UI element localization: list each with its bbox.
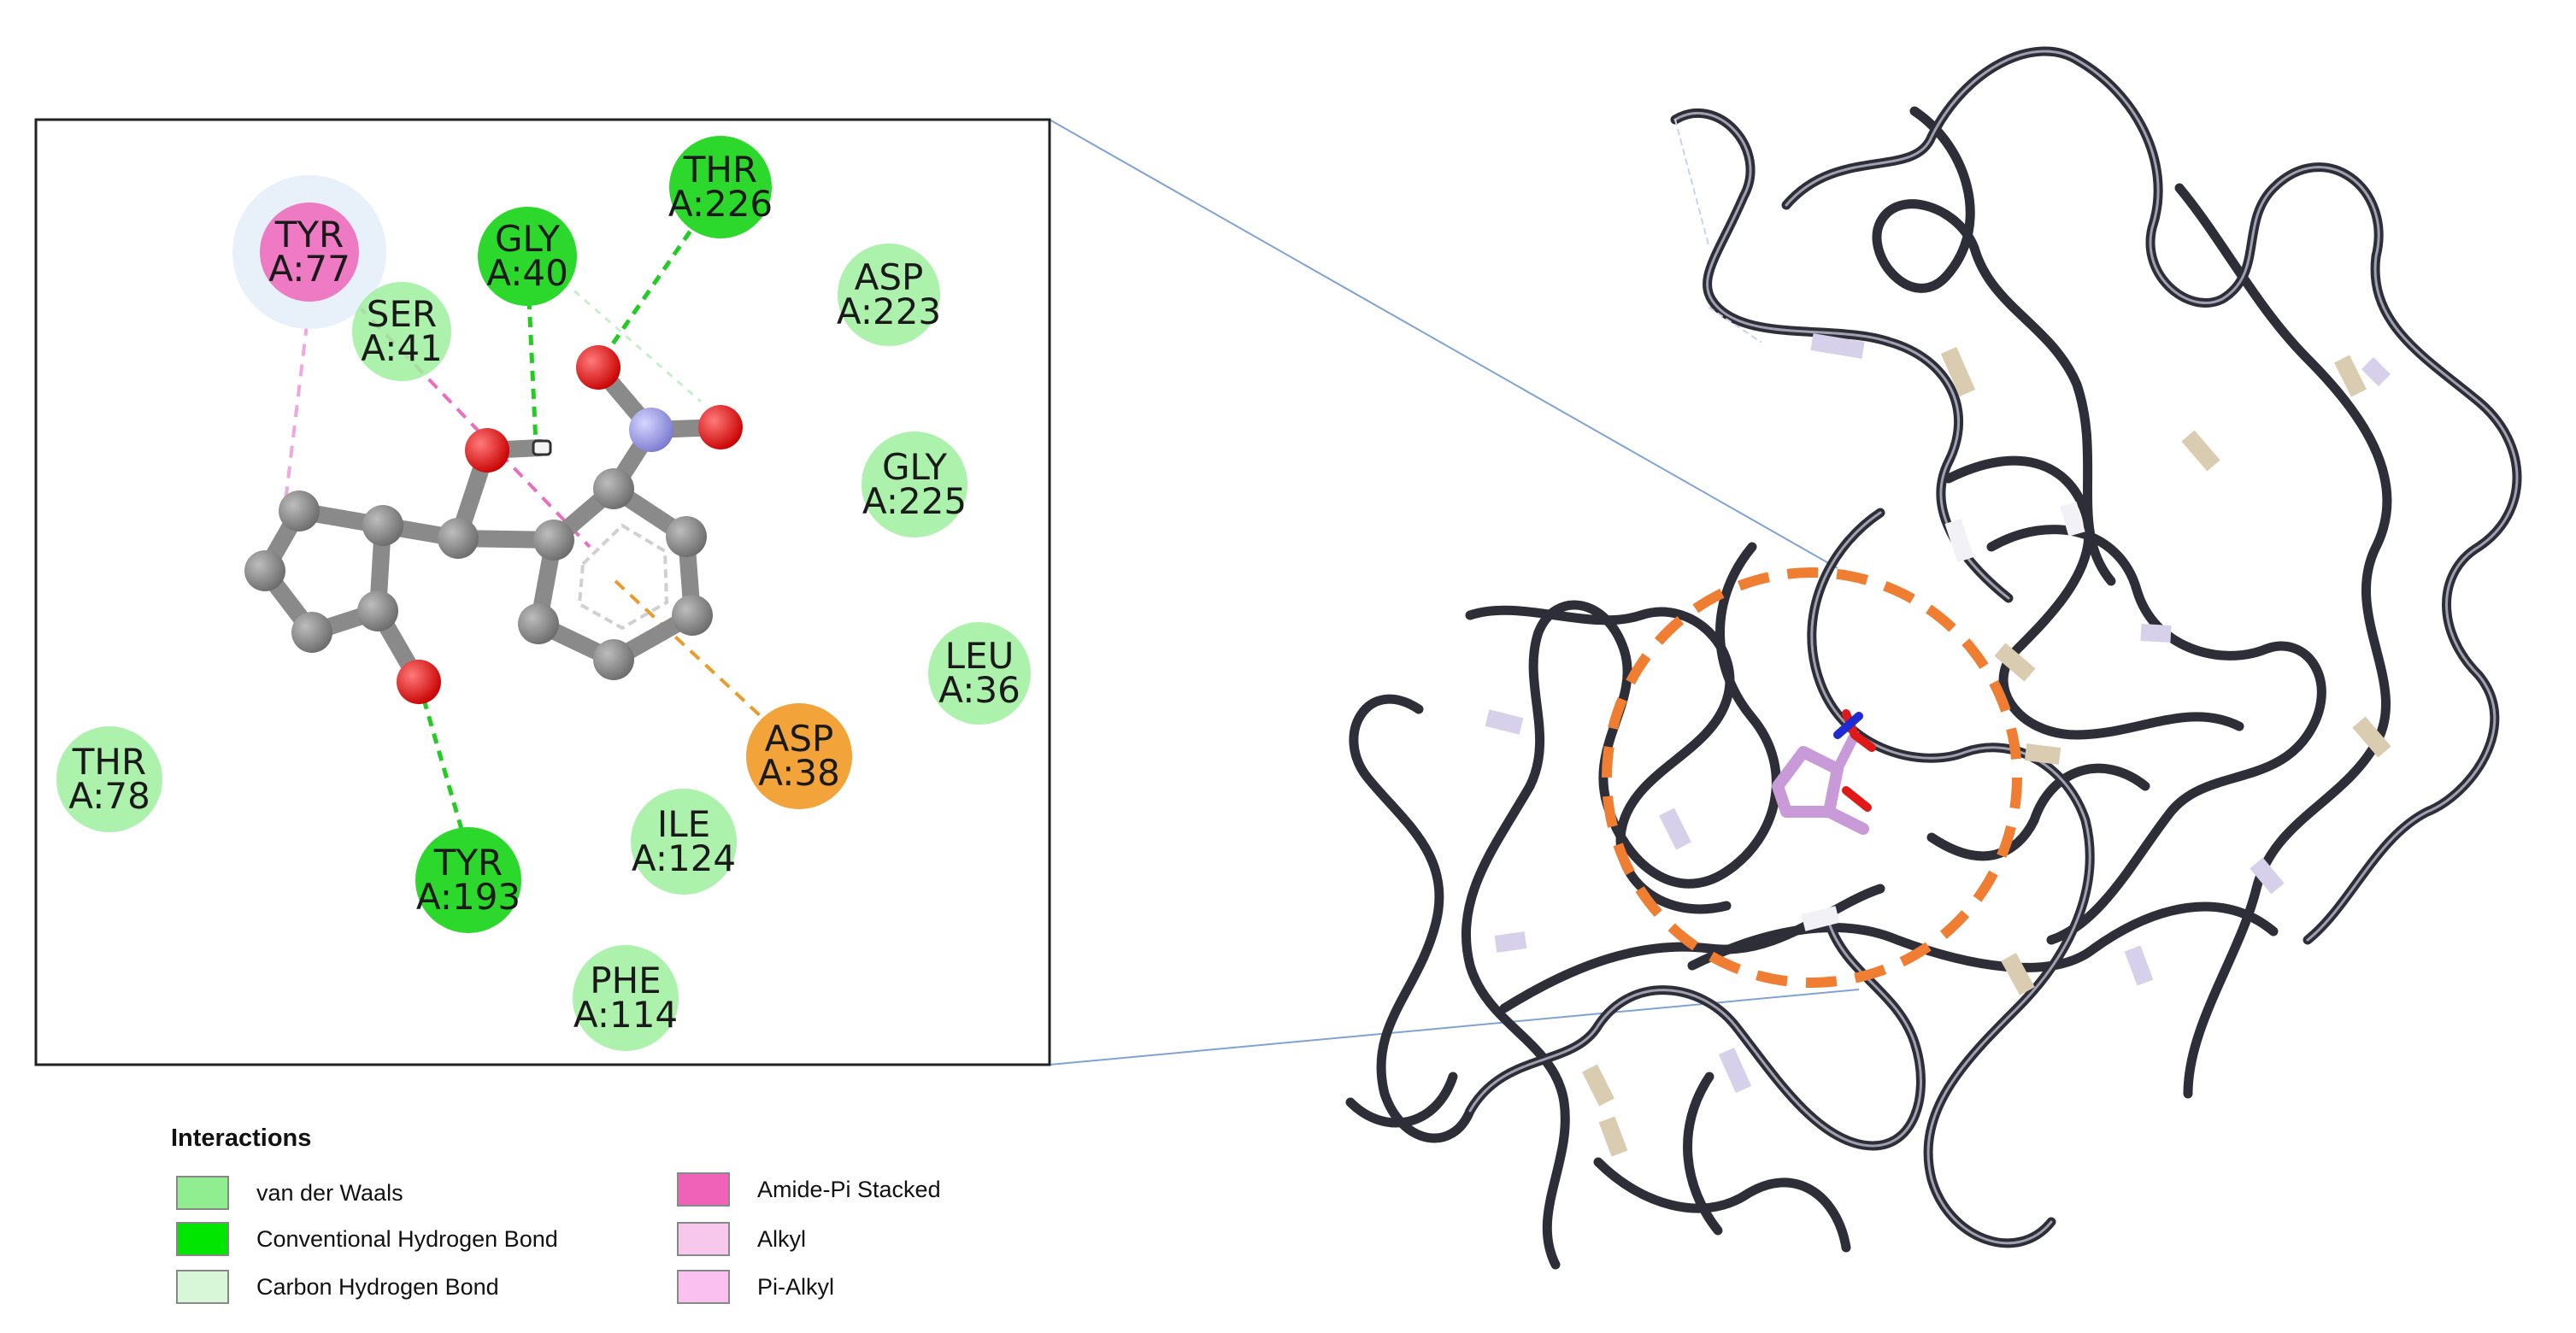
residue-disc [746,703,852,809]
residue-disc [669,136,772,238]
residue-disc [573,945,679,1051]
legend-item-alkyl: Alkyl [677,1220,806,1258]
binding-site-circle [1602,567,2022,988]
legend-swatch-pi-alkyl [677,1270,730,1304]
legend-item-conventional-hbond: Conventional Hydrogen Bond [176,1220,558,1258]
residue-name-label: ASP [855,256,924,298]
residue-name-label: THR [683,149,757,191]
residue-name-label: THR [72,741,146,783]
hbond-line-tyr193 [416,681,471,854]
hbond-line-gly40 [525,262,538,445]
residue-position-label: A:36 [938,669,1020,711]
amide-pi-line [342,289,591,549]
zoom-connector-top [1049,119,1838,569]
legend-item-pi-alkyl: Pi-Alkyl [677,1268,834,1306]
residue-position-label: A:78 [68,775,150,817]
residue-disc [260,203,359,302]
legend-swatch-van-der-waals [176,1176,229,1210]
docked-ligand [1772,709,1876,835]
residue-position-label: A:38 [758,752,840,794]
residue-position-label: A:114 [573,994,678,1036]
legend-swatch-conventional-hbond [176,1222,229,1256]
residue-position-label: A:223 [837,291,941,332]
residue-name-label: GLY [882,446,947,488]
legend-label-alkyl: Alkyl [757,1225,807,1252]
legend-item-carbon-hbond: Carbon Hydrogen Bond [176,1268,499,1306]
residue-name-label: PHE [590,960,661,1001]
residue-name-label: ILE [657,803,710,845]
residue-disc [352,282,451,381]
legend-label-amide-pi: Amide-Pi Stacked [757,1176,941,1202]
residue-name-label: SER [367,293,437,335]
residue-disc [928,622,1031,725]
protein-ribbon [1345,46,2522,1270]
legend-item-van-der-waals: van der Waals [176,1174,403,1212]
residue-name-label: TYR [274,214,344,255]
legend-item-amide-pi: Amide-Pi Stacked [677,1171,941,1208]
alkyl-line [280,302,311,531]
residue-disc [478,207,577,306]
legend-title: Interactions [171,1125,312,1152]
residue-position-label: A:124 [632,837,736,879]
legend-label-conventional-hbond: Conventional Hydrogen Bond [256,1225,558,1252]
residue-disc [415,827,521,933]
ligand-molecule [244,345,743,704]
residue-disc [56,726,162,832]
residue-name-label: LEU [945,635,1015,677]
residue-name-label: GLY [495,218,560,260]
residue-position-label: A:77 [268,248,350,290]
zoom-connector-bottom [1049,989,1860,1066]
residue-disc [862,432,967,537]
legend-swatch-amide-pi [677,1172,730,1207]
residue-disc [631,789,737,895]
residue-position-label: A:193 [416,876,520,918]
residue-position-label: A:41 [361,327,443,369]
residue-name-label: TYR [433,842,503,884]
ch-bond-line [563,280,702,403]
residue-position-label: A:225 [862,480,967,522]
legend-label-van-der-waals: van der Waals [256,1179,403,1206]
residue-disc [838,244,940,346]
residue-position-label: A:40 [486,252,568,294]
legend-label-carbon-hbond: Carbon Hydrogen Bond [256,1273,499,1300]
legend-swatch-carbon-hbond [176,1270,229,1304]
residue-position-label: A:226 [668,183,773,225]
legend-label-pi-alkyl: Pi-Alkyl [757,1273,835,1300]
residue-layer: TYRA:77GLYA:40THRA:226SERA:41ASPA:223GLY… [56,136,1031,1051]
residue-name-label: ASP [765,718,834,760]
legend-swatch-alkyl [677,1222,730,1256]
